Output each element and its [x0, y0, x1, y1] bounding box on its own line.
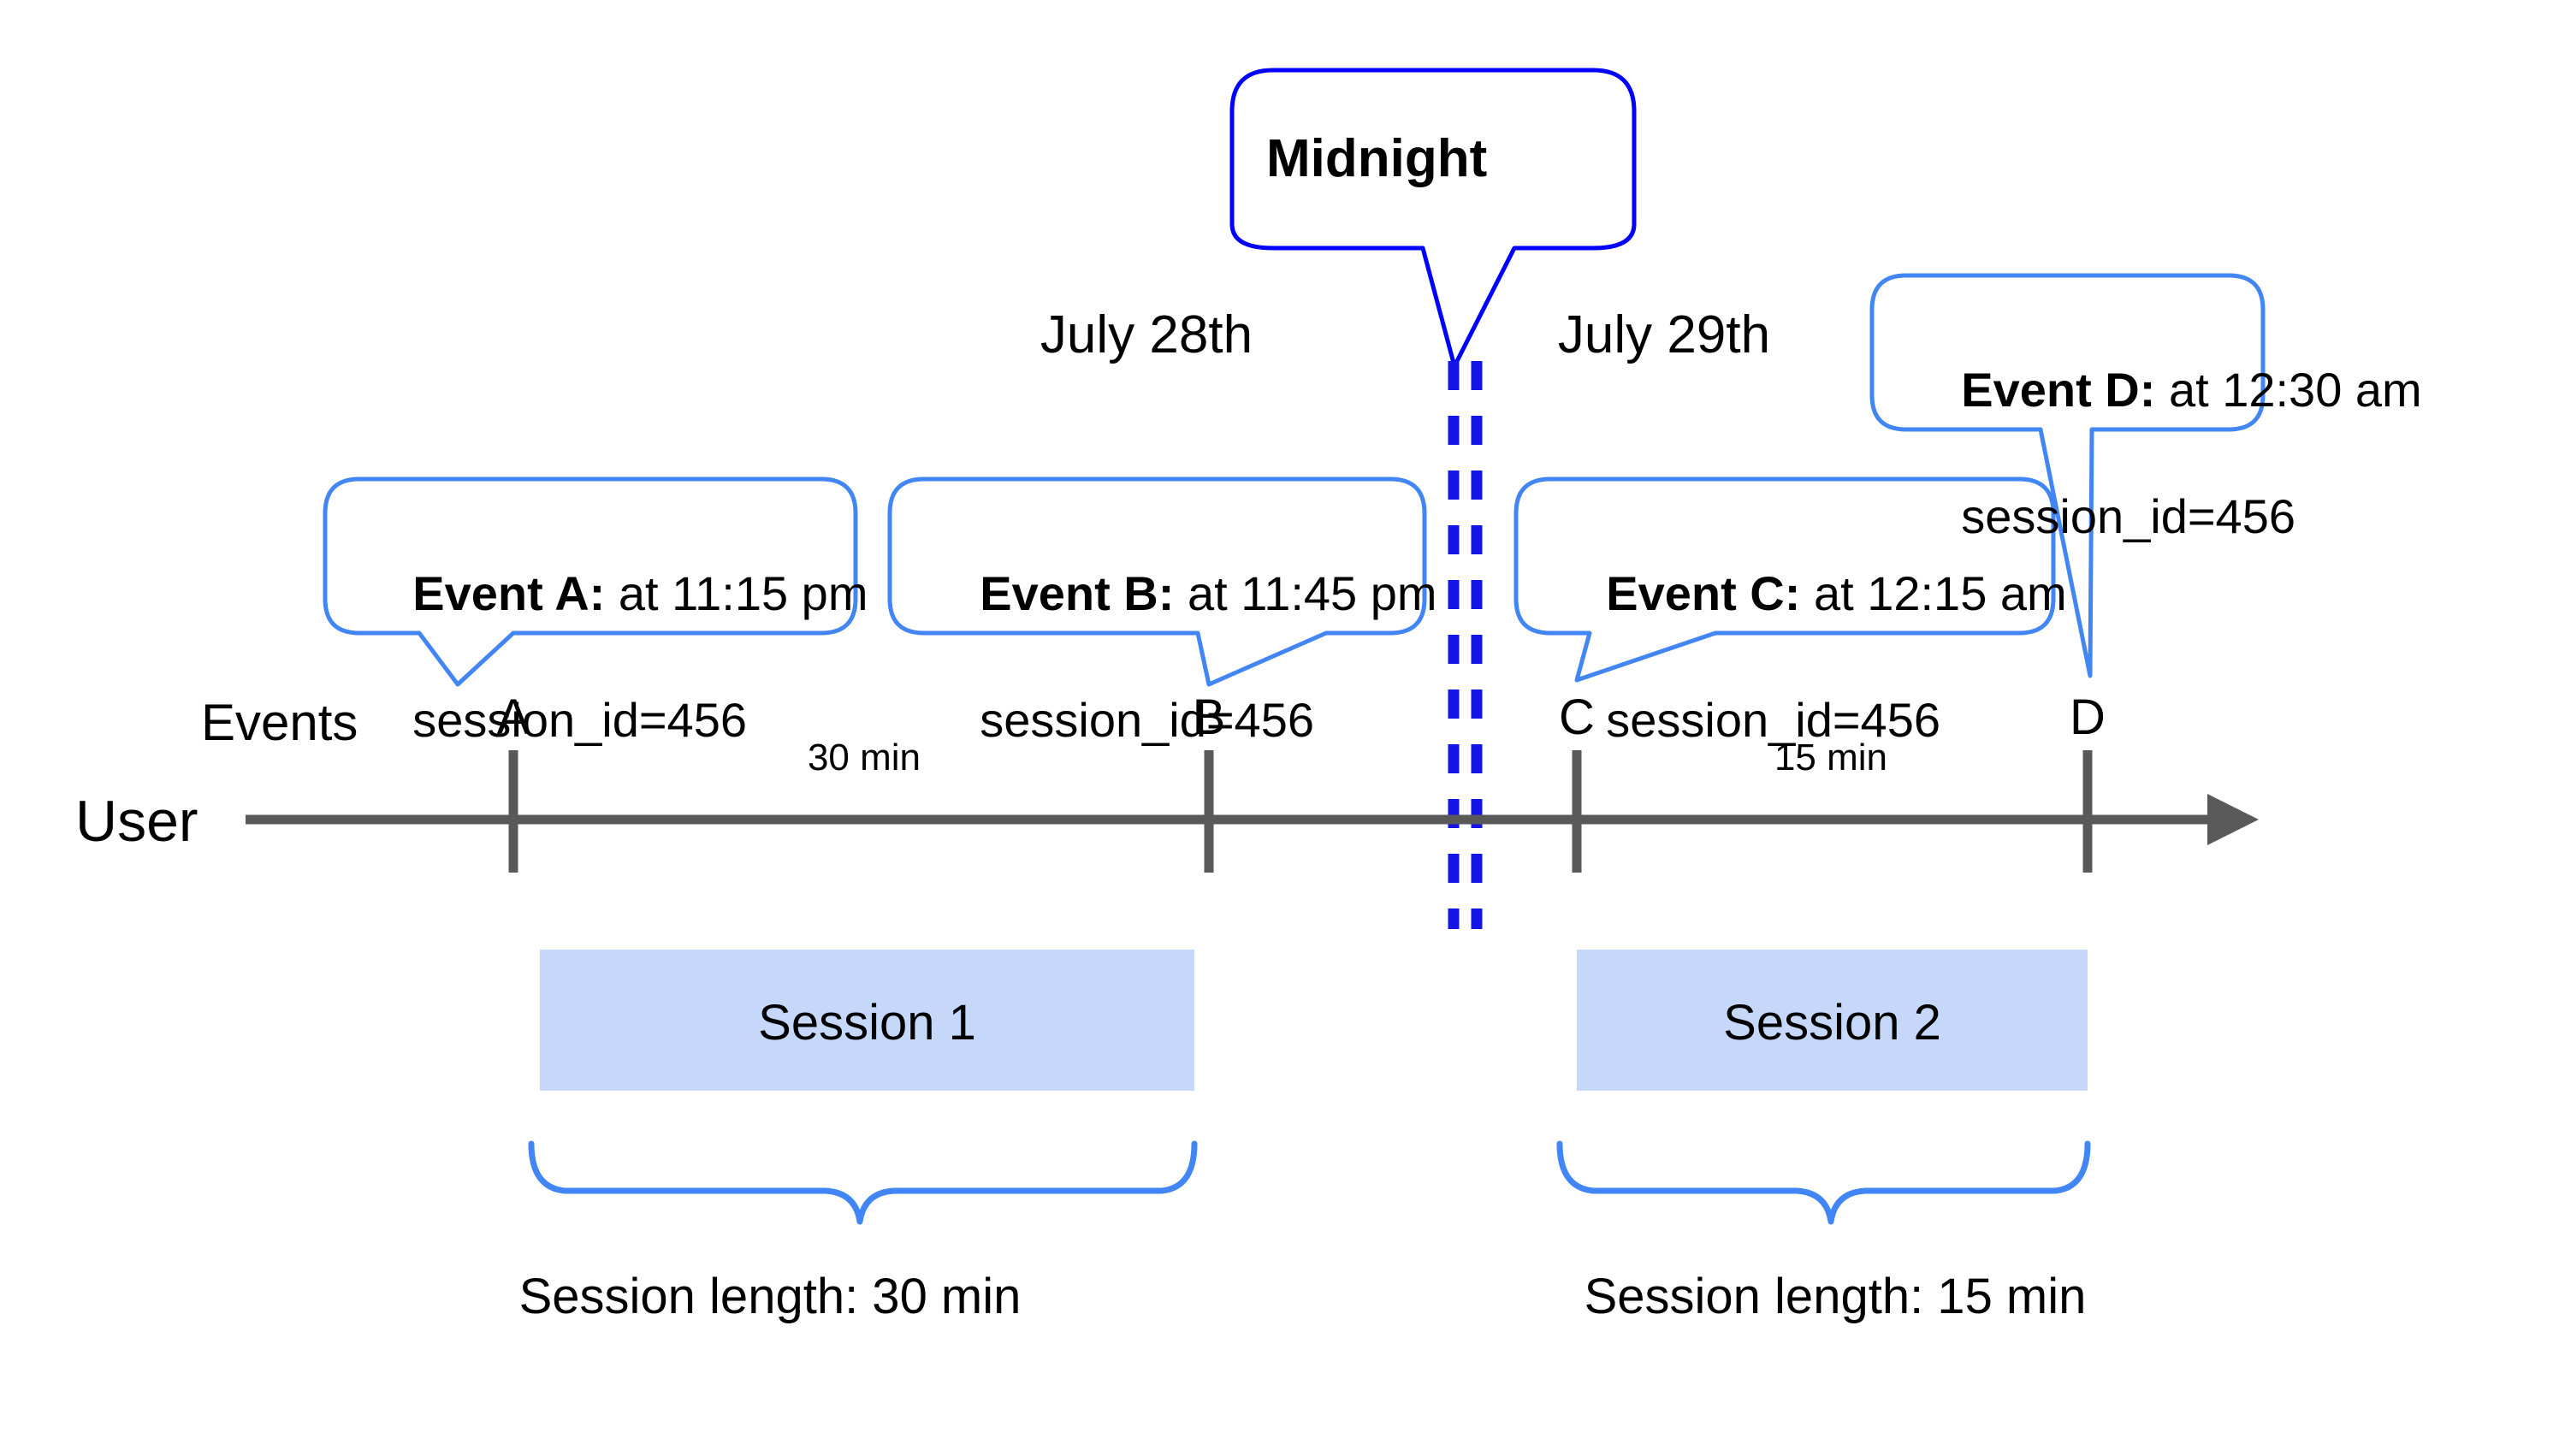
session-2-label: Session 2 [1723, 995, 1941, 1051]
event-c-time: at 12:15 am [1800, 565, 2067, 620]
event-b-session-id: session_id=456 [980, 692, 1314, 747]
session-2-box[interactable] [1577, 950, 2088, 1091]
gap-label-30-min: 30 min [807, 737, 921, 778]
session-1-box[interactable] [540, 950, 1194, 1091]
event-c-name: Event C: [1606, 565, 1801, 620]
date-label-july-28: July 28th [1040, 305, 1253, 364]
midnight-divider-lines [1448, 361, 1483, 929]
tick-label-b: B [1192, 690, 1226, 745]
session-1-brace [528, 1140, 1198, 1225]
session-1-label: Session 1 [758, 995, 976, 1051]
midnight-label: Midnight [1266, 129, 1488, 188]
event-d-session-id: session_id=456 [1961, 488, 2295, 543]
date-label-july-29: July 29th [1557, 305, 1771, 364]
gap-label-15-min: 15 min [1774, 737, 1888, 778]
events-row-label: Events [201, 694, 358, 751]
tick-label-d: D [2070, 690, 2106, 745]
event-b-name: Event B: [980, 565, 1175, 620]
session-1-length-label: Session length: 30 min [518, 1269, 1022, 1324]
event-a-session-id: session_id=456 [412, 692, 747, 747]
event-a-name: Event A: [412, 565, 606, 620]
event-d-name: Event D: [1961, 362, 2156, 417]
event-d-time: at 12:30 am [2155, 362, 2422, 417]
event-b-time: at 11:45 pm [1174, 565, 1437, 620]
event-b-callout-text: Event B: at 11:45 pm session_id=456 [927, 499, 1437, 815]
event-d-callout-text: Event D: at 12:30 am session_id=456 [1908, 295, 2422, 612]
tick-label-c: C [1559, 690, 1595, 745]
event-a-callout-text: Event A: at 11:15 pm session_id=456 [359, 499, 868, 815]
user-row-label: User [75, 789, 198, 854]
tick-label-a: A [496, 690, 530, 745]
event-c-callout-text: Event C: at 12:15 am session_id=456 [1553, 499, 2067, 815]
session-2-brace [1556, 1140, 2091, 1225]
event-a-time: at 11:15 pm [605, 565, 868, 620]
session-2-length-label: Session length: 15 min [1584, 1269, 2087, 1324]
event-c-session-id: session_id=456 [1606, 692, 1940, 747]
